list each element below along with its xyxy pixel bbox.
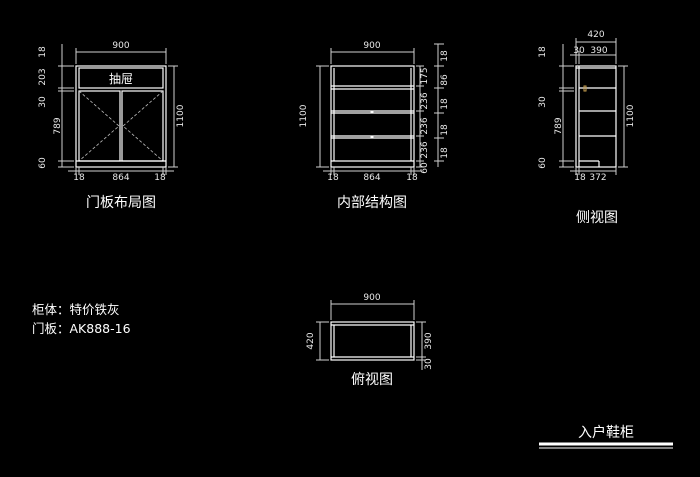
door-material-note: 门板：AK888-16: [32, 321, 131, 336]
internal-dim-right-outer-4: 18: [440, 147, 450, 159]
door-dim-bottom-0: 18: [73, 173, 85, 183]
top-view-caption: 俯视图: [351, 372, 393, 388]
internal-structure-caption: 内部结构图: [337, 195, 407, 211]
side-dim-bottom-1: 372: [589, 173, 606, 183]
title-block: 入户鞋柜: [539, 424, 673, 449]
internal-dim-bottom-0: 18: [327, 173, 339, 183]
left-door-swing: [78, 90, 120, 162]
door-dim-left-0: 18: [38, 46, 48, 58]
right-door-swing: [122, 90, 164, 162]
door-dim-bottom-1: 864: [112, 173, 129, 183]
internal-structure-view: 900 1100 175 236 236 236 60 18 86 18 18 …: [299, 41, 450, 211]
internal-dim-right-inner-0: 175: [420, 67, 430, 84]
material-notes: 柜体：特价铁灰 门板：AK888-16: [32, 302, 131, 336]
top-view: 900 420 390 30 俯视图: [306, 293, 434, 388]
internal-dim-right-outer-1: 86: [440, 74, 450, 86]
internal-dim-right-inner-2: 236: [420, 117, 430, 134]
door-dim-left-2: 30: [38, 96, 48, 108]
internal-cabinet-outline: [330, 65, 415, 168]
left-door-panel: [78, 90, 121, 162]
side-cabinet-outline: [575, 65, 617, 168]
internal-hinge-dot: [370, 135, 374, 139]
side-dim-bottom-0: 18: [574, 173, 586, 183]
side-dim-top2-1: 390: [590, 46, 607, 56]
door-dim-top: 900: [112, 41, 129, 51]
top-dim-top: 900: [363, 293, 380, 303]
right-door-panel: [121, 90, 164, 162]
side-hinge-mark: [583, 85, 587, 92]
top-cabinet-outline: [330, 321, 415, 361]
side-view: 420 30 390 18 30 789 60 1100 18 372 侧视图: [538, 30, 636, 226]
internal-dim-bottom-2: 18: [406, 173, 418, 183]
top-dim-right-1: 390: [424, 332, 434, 349]
side-dim-left-3: 60: [538, 157, 548, 169]
top-dim-right-0: 30: [424, 358, 434, 370]
internal-dim-right-inner-4: 60: [420, 162, 430, 174]
door-dim-left-1: 203: [38, 68, 48, 85]
door-drawer-panel: [78, 67, 164, 89]
internal-dim-top: 900: [363, 41, 380, 51]
side-view-caption: 侧视图: [576, 210, 618, 226]
drawer-label: 抽屉: [109, 72, 133, 86]
side-dim-top2-0: 30: [573, 46, 585, 56]
door-dim-right: 1100: [176, 104, 186, 127]
internal-dim-right-inner-3: 236: [420, 141, 430, 158]
door-cabinet-outline: [75, 65, 167, 168]
side-dim-left-1: 30: [538, 96, 548, 108]
door-layout-caption: 门板布局图: [86, 195, 156, 211]
top-dim-left: 420: [306, 332, 316, 349]
door-dim-left-3: 789: [53, 117, 63, 134]
body-material-note: 柜体：特价铁灰: [32, 302, 120, 317]
side-dim-right: 1100: [626, 104, 636, 127]
side-dim-left-2: 789: [554, 117, 564, 134]
internal-dim-bottom-1: 864: [363, 173, 380, 183]
side-dim-top: 420: [587, 30, 604, 40]
internal-dim-right-inner-1: 236: [420, 92, 430, 109]
internal-dim-right-outer-0: 18: [440, 50, 450, 62]
internal-dim-right-outer-2: 18: [440, 98, 450, 110]
door-dim-left-4: 60: [38, 157, 48, 169]
door-layout-view: 抽屉 900 18 203 30 789 60 1100: [38, 41, 186, 211]
internal-hinge-dot: [370, 110, 374, 114]
side-dim-left-0: 18: [538, 46, 548, 58]
door-dim-bottom-2: 18: [154, 173, 166, 183]
internal-dim-left: 1100: [299, 104, 309, 127]
internal-dim-right-outer-3: 18: [440, 124, 450, 136]
drawing-title: 入户鞋柜: [578, 424, 634, 441]
